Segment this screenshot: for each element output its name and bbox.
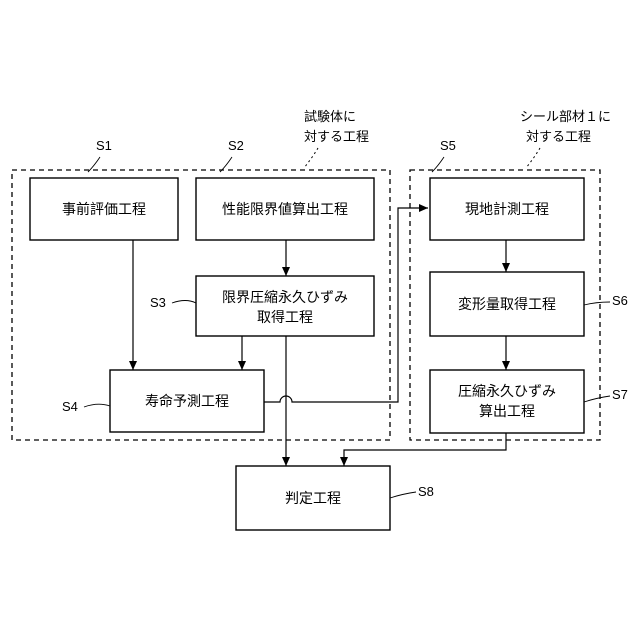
step-box-s2: 性能限界値算出工程 [196,178,374,240]
step-s6-label: S6 [612,293,628,308]
step-s4-text: 寿命予測工程 [145,393,229,410]
left-group-note-line1: 試験体に [304,109,356,125]
step-s5-text: 現地計測工程 [465,202,549,218]
step-box-s4: 寿命予測工程 [110,370,264,432]
step-box-s3: 限界圧縮永久ひずみ 取得工程 [196,276,374,336]
step-s1-label: S1 [96,138,112,153]
step-s1-text: 事前評価工程 [62,201,146,218]
step-s6-text: 変形量取得工程 [458,296,556,313]
step-s2-text: 性能限界値算出工程 [222,202,348,218]
step-s4-leader [84,404,110,407]
left-group-note-leader [304,148,318,168]
step-box-s7: 圧縮永久ひずみ 算出工程 [430,370,584,433]
right-group-note-line1: シール部材１に [520,110,611,125]
step-s2-label: S2 [228,138,244,153]
step-s7-label: S7 [612,387,628,402]
step-box-s6: 変形量取得工程 [430,272,584,336]
step-s8-label: S8 [418,484,434,499]
step-s4-label: S4 [62,399,78,414]
step-s3-text-line2: 取得工程 [257,309,313,326]
step-s8-text: 判定工程 [285,491,341,507]
step-s6-leader [584,302,610,305]
step-s7-leader [584,396,610,402]
right-group-note-leader [526,148,540,168]
step-s8-leader [390,492,416,498]
step-s3-leader [172,301,196,304]
left-group-note-line2: 対する工程 [304,130,369,145]
step-s7-text-line1: 圧縮永久ひずみ [458,384,556,400]
step-box-s8: 判定工程 [236,466,390,530]
step-box-s5: 現地計測工程 [430,178,584,240]
step-s7-text-line2: 算出工程 [479,404,535,420]
arrow-s7-to-s8 [344,433,506,466]
step-box-s1: 事前評価工程 [30,178,178,240]
step-s3-label: S3 [150,295,166,310]
right-group-note-line2: 対する工程 [526,130,591,145]
step-s3-text-line1: 限界圧縮永久ひずみ [222,290,348,306]
step-s5-label: S5 [440,138,456,153]
